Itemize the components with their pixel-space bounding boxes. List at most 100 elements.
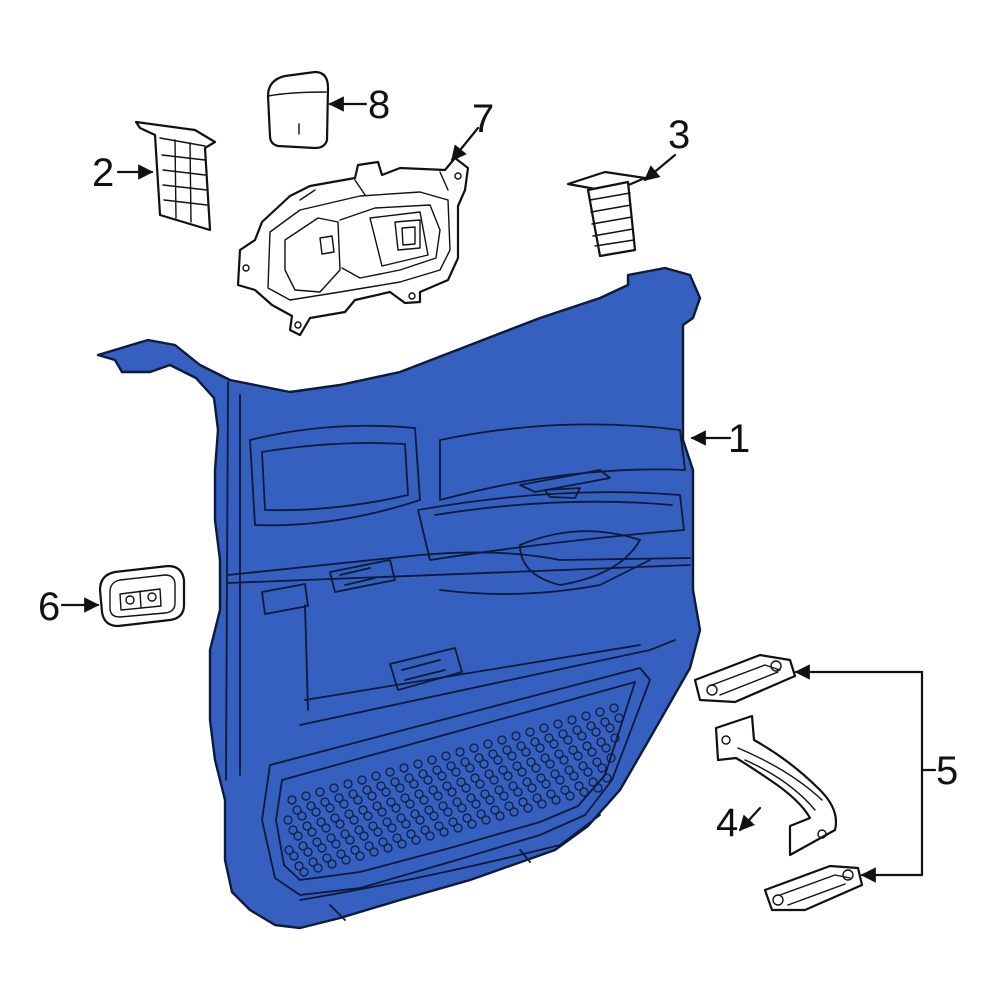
grille-hole: [348, 789, 358, 799]
grille-hole: [586, 721, 596, 731]
grille-hole: [354, 825, 364, 835]
grille-hole: [483, 739, 493, 749]
grille-hole: [592, 757, 602, 767]
grille-hole: [377, 807, 387, 817]
grille-hole: [484, 769, 494, 779]
grille-hole: [465, 763, 475, 773]
grille-hole: [441, 751, 451, 761]
grille-hole: [610, 733, 620, 743]
callout-1: 1: [728, 417, 750, 461]
grille-hole: [466, 793, 476, 803]
grille-hole: [517, 767, 527, 777]
grille-hole: [437, 771, 447, 781]
grille-hole: [359, 831, 369, 841]
grille-hole: [322, 853, 332, 863]
grille-hole: [308, 857, 318, 867]
grille-hole: [488, 749, 498, 759]
grille-hole: [385, 767, 395, 777]
grille-hole: [326, 833, 336, 843]
grille-hole: [395, 783, 405, 793]
grille-hole: [560, 785, 570, 795]
grille-hole: [531, 763, 541, 773]
grille-hole: [404, 773, 414, 783]
grille-hole: [502, 745, 512, 755]
grille-hole: [340, 829, 350, 839]
grille-hole: [406, 829, 416, 839]
grille-hole: [447, 787, 457, 797]
grille-hole: [551, 795, 561, 805]
grille-hole: [371, 771, 381, 781]
grille-hole: [391, 803, 401, 813]
grille-hole: [433, 791, 443, 801]
grille-hole: [497, 735, 507, 745]
grille-hole: [499, 791, 509, 801]
grille-hole: [400, 793, 410, 803]
grille-hole: [511, 731, 521, 741]
grille-hole: [439, 827, 449, 837]
grille-hole: [537, 799, 547, 809]
grille-hole: [596, 737, 606, 747]
grille-hole: [453, 823, 463, 833]
grille-hole: [446, 761, 456, 771]
callout-7: 7: [472, 97, 494, 141]
grille-hole: [325, 803, 335, 813]
grille-hole: [307, 827, 317, 837]
grille-hole: [424, 805, 434, 815]
grille-hole: [606, 753, 616, 763]
grille-hole: [540, 753, 550, 763]
grille-hole: [405, 799, 415, 809]
callout-labels: 1 2 3 4 5 6 7 8: [38, 83, 958, 845]
grille-hole: [526, 757, 536, 767]
grille-hole: [536, 773, 546, 783]
grille-hole: [362, 785, 372, 795]
grille-hole: [372, 801, 382, 811]
grille-hole: [386, 797, 396, 807]
trim-bezel: [134, 120, 217, 232]
grille-hole: [456, 777, 466, 787]
grille-hole: [330, 813, 340, 823]
grille-hole: [329, 783, 339, 793]
grille-hole: [350, 845, 360, 855]
grille-hole: [475, 779, 485, 789]
grille-hole: [303, 847, 313, 857]
grille-hole: [288, 825, 298, 835]
grille-hole: [358, 805, 368, 815]
grille-hole: [467, 819, 477, 829]
grille-hole: [284, 845, 294, 855]
grille-hole: [614, 713, 624, 723]
grille-hole: [554, 749, 564, 759]
grille-hole: [549, 739, 559, 749]
grille-hole: [503, 771, 513, 781]
grille-hole: [298, 841, 308, 851]
callout-4: 4: [716, 801, 738, 845]
grille-hole: [443, 807, 453, 817]
grille-hole: [321, 823, 331, 833]
grille-hole: [397, 839, 407, 849]
callout-3: 3: [668, 113, 690, 157]
door-trim-panel: [96, 266, 702, 930]
grille-hole: [353, 795, 363, 805]
grille-hole: [390, 777, 400, 787]
grille-hole: [369, 847, 379, 857]
leader-4: [738, 806, 762, 832]
grille-hole: [287, 795, 297, 805]
grille-hole: [373, 827, 383, 837]
grille-hole: [609, 703, 619, 713]
grille-hole: [419, 795, 429, 805]
callout-6: 6: [38, 585, 60, 629]
grille-hole: [364, 841, 374, 851]
grille-hole: [480, 789, 490, 799]
cover-cap: [266, 70, 330, 150]
grille-hole: [569, 771, 579, 781]
grille-hole: [420, 825, 430, 835]
grille-hole: [448, 817, 458, 827]
callout-2: 2: [92, 151, 114, 195]
grille-hole: [392, 833, 402, 843]
grille-hole: [299, 867, 309, 877]
grille-hole: [555, 775, 565, 785]
grille-hole: [317, 843, 327, 853]
grille-hole: [578, 761, 588, 771]
grille-hole: [336, 849, 346, 859]
grille-hole: [498, 765, 508, 775]
grille-hole: [602, 773, 612, 783]
